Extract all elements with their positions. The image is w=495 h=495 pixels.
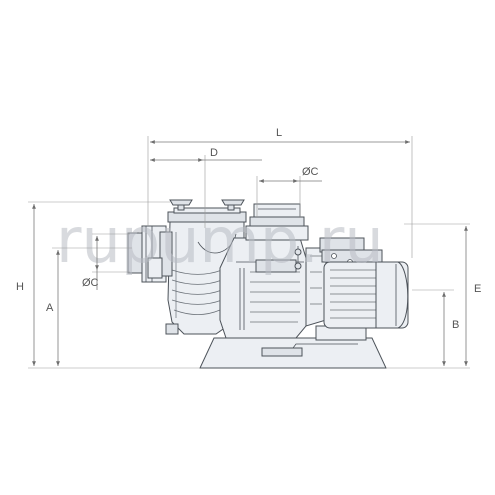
lid-knob-left-icon (169, 199, 193, 206)
label-L: L (276, 127, 282, 139)
bolt-icon (294, 262, 302, 270)
label-C-left: ØC (82, 277, 99, 289)
inlet-union (127, 225, 173, 283)
outlet-flange (245, 203, 309, 241)
dimension-A: A (46, 250, 60, 366)
dimension-B: B (442, 292, 459, 366)
strainer-lid (167, 199, 247, 223)
electric-motor (321, 249, 409, 329)
dimension-D: D (150, 147, 262, 162)
base-pedestal (199, 325, 387, 369)
bolt-icon (294, 248, 302, 256)
label-C-top: ØC (302, 166, 319, 178)
dimension-L: L (150, 127, 410, 144)
lid-knob-right-icon (221, 199, 245, 206)
label-E: E (474, 283, 481, 295)
label-B: B (452, 319, 459, 331)
label-H: H (16, 281, 24, 293)
dimension-E: E (464, 226, 481, 366)
motor-adapter (305, 237, 365, 327)
dimension-C-top: ØC (259, 166, 322, 183)
pump-assembly (127, 199, 409, 369)
watermark-text: rupump.ru (56, 204, 384, 277)
label-D: D (210, 147, 218, 159)
dimension-C-left: ØC (82, 236, 99, 290)
dimension-lines: L D ØC H A (16, 127, 481, 369)
dimension-H: H (16, 204, 36, 366)
label-A: A (46, 302, 54, 314)
terminal-screw-icon (331, 253, 337, 259)
volute-casing (219, 237, 307, 339)
